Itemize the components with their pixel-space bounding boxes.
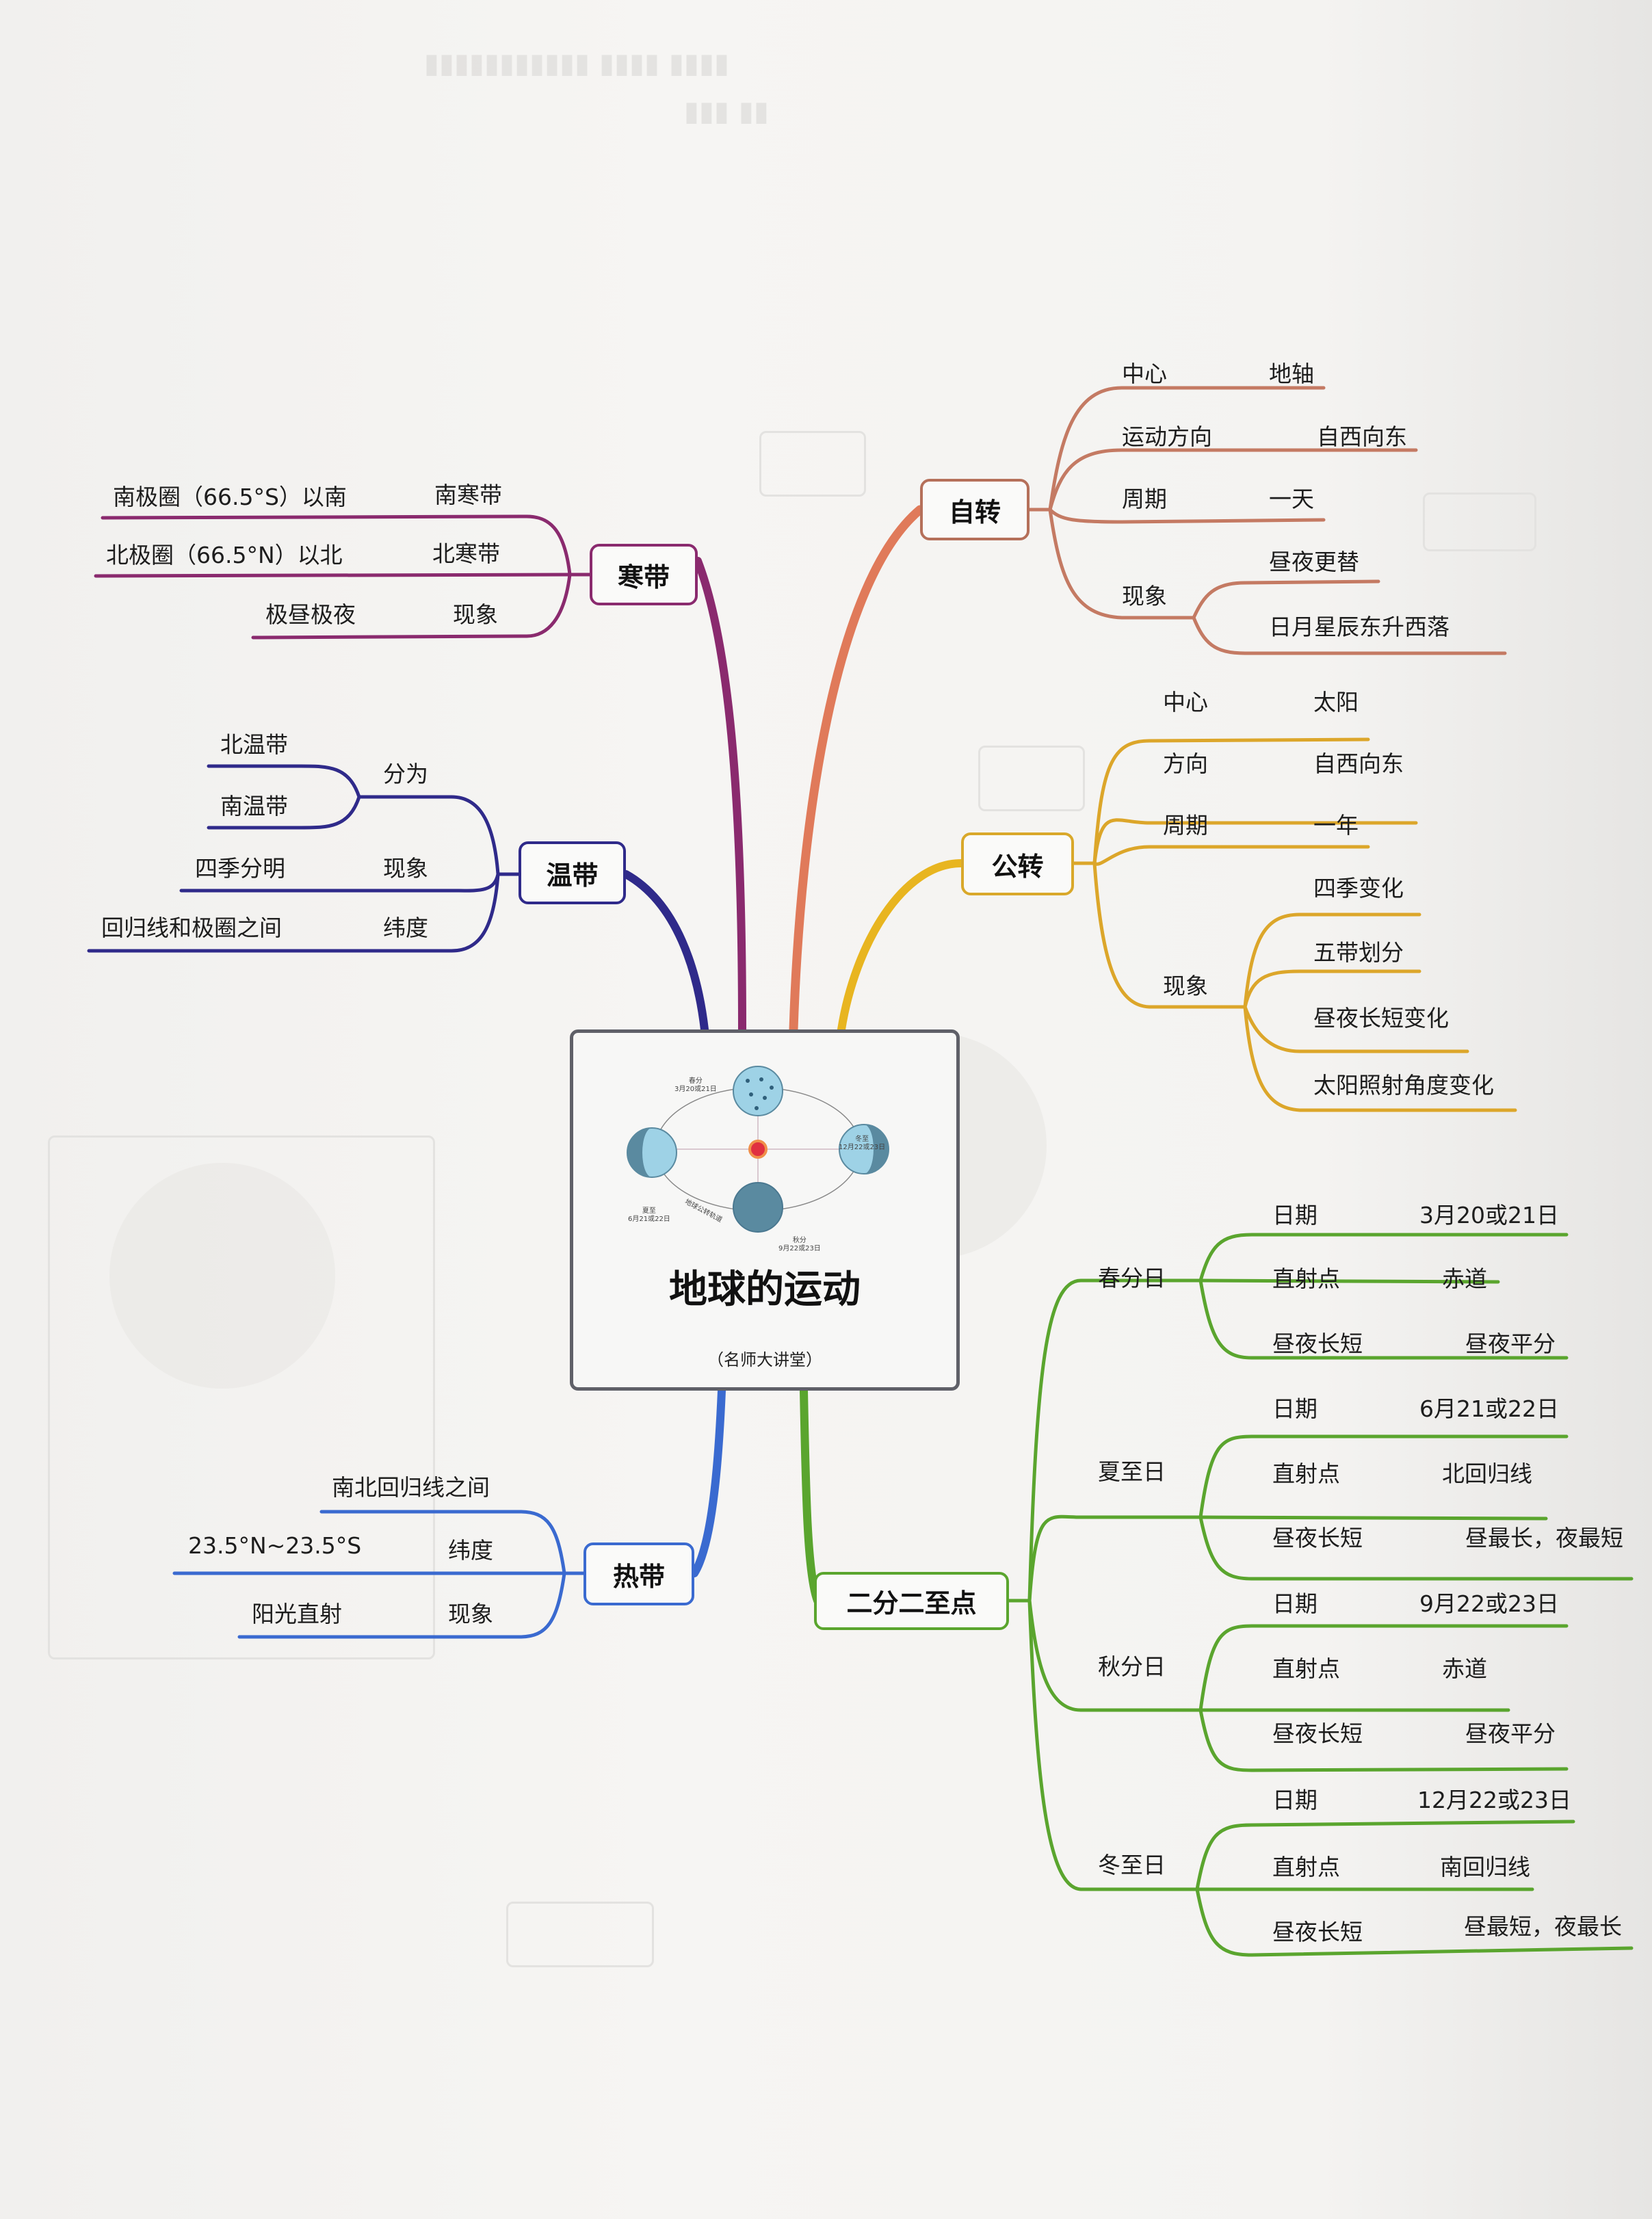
earth-autumn-icon [733, 1182, 783, 1233]
earth-spring-icon [733, 1066, 783, 1116]
branch-rotation-line [789, 505, 925, 1034]
sun-icon [748, 1140, 768, 1159]
branch-frigid-line [694, 557, 746, 1034]
frigid-key-phenomena: 现象 [453, 601, 498, 628]
central-subtitle: （名师大讲堂） [707, 1350, 822, 1369]
frigid-value-south: 南极圈（66.5°S）以南 [113, 484, 347, 510]
row-value: 昼最短，夜最长 [1464, 1913, 1622, 1940]
revolution-value-center: 太阳 [1313, 689, 1359, 715]
row-value: 赤道 [1442, 1265, 1487, 1292]
row-value: 昼夜平分 [1465, 1330, 1556, 1357]
row-key: 昼夜长短 [1272, 1330, 1363, 1357]
revolution-phenomenon: 四季变化 [1313, 875, 1404, 902]
rotation-key-center: 中心 [1122, 360, 1167, 387]
central-title: 地球的运动 [669, 1268, 861, 1312]
bleed-through-box [759, 431, 866, 497]
row-value: 3月20或21日 [1419, 1202, 1559, 1229]
rotation-value-center: 地轴 [1269, 360, 1314, 387]
temperate-key-phenomena: 现象 [383, 855, 428, 882]
row-key: 日期 [1272, 1395, 1317, 1422]
row-key: 直射点 [1272, 1265, 1340, 1292]
winter-solstice-label: 冬至日 [1098, 1852, 1166, 1878]
row-key: 直射点 [1272, 1460, 1340, 1487]
temperate-key-latitude: 纬度 [383, 915, 428, 941]
revolution-value-direction: 自西向东 [1313, 750, 1404, 777]
rotation-value-direction: 自西向东 [1317, 423, 1407, 450]
temperate-value-phenomena: 四季分明 [195, 855, 285, 882]
rotation-key-direction: 运动方向 [1122, 423, 1212, 450]
frigid-key-south: 南寒带 [434, 482, 502, 508]
rotation-phenomenon: 日月星辰东升西落 [1269, 614, 1450, 640]
tropical-key-latitude: 纬度 [448, 1537, 493, 1564]
rotation-key-period: 周期 [1122, 486, 1167, 512]
revolution-value-period: 一年 [1313, 812, 1359, 839]
frigid-value-phenomena: 极昼极夜 [265, 601, 356, 628]
rotation-phenomenon: 昼夜更替 [1269, 549, 1359, 575]
branch-temperate-line [622, 870, 709, 1034]
revolution-phenomenon: 五带划分 [1313, 939, 1404, 966]
row-key: 昼夜长短 [1272, 1919, 1363, 1945]
row-value: 9月22或23日 [1419, 1590, 1559, 1617]
tropical-value-latitude: 23.5°N~23.5°S [188, 1532, 362, 1559]
row-value: 6月21或22日 [1419, 1395, 1559, 1422]
row-value: 赤道 [1442, 1655, 1487, 1682]
row-key: 日期 [1272, 1787, 1317, 1813]
revolution-phenomenon: 昼夜长短变化 [1313, 1005, 1449, 1032]
row-value: 昼夜平分 [1465, 1720, 1556, 1747]
row-key: 日期 [1272, 1590, 1317, 1617]
topic-rotation[interactable]: 自转 [920, 479, 1030, 540]
revolution-key-period: 周期 [1163, 812, 1208, 839]
row-key: 昼夜长短 [1272, 1525, 1363, 1551]
topic-solstice-equinox[interactable]: 二分二至点 [814, 1572, 1009, 1630]
row-key: 日期 [1272, 1202, 1317, 1229]
bleed-through-box [48, 1135, 435, 1659]
row-key: 昼夜长短 [1272, 1720, 1363, 1747]
temperate-value-latitude: 回归线和极圈之间 [101, 915, 282, 941]
revolution-key-direction: 方向 [1163, 750, 1208, 777]
autumn-equinox-label: 秋分日 [1098, 1653, 1166, 1680]
bleed-through-box [1423, 493, 1536, 551]
summer-solstice-label: 夏至日 [1098, 1458, 1166, 1485]
revolution-phenomenon: 太阳照射角度变化 [1313, 1072, 1494, 1099]
revolution-key-phenomena: 现象 [1163, 973, 1208, 999]
topic-revolution[interactable]: 公转 [961, 832, 1074, 895]
tropical-value-phenomena: 阳光直射 [252, 1601, 342, 1627]
branch-tropical-line [690, 1387, 726, 1577]
temperate-key-division: 分为 [383, 761, 428, 787]
tropical-value-range: 南北回归线之间 [332, 1474, 490, 1501]
frigid-key-north: 北寒带 [432, 540, 500, 567]
rotation-value-period: 一天 [1269, 486, 1314, 512]
row-value: 北回归线 [1442, 1460, 1532, 1487]
branch-revolution-line [837, 859, 965, 1034]
row-key: 直射点 [1272, 1854, 1340, 1880]
tropical-key-phenomena: 现象 [448, 1601, 493, 1627]
topic-frigid-zone[interactable]: 寒带 [590, 544, 698, 605]
bleed-through-box [978, 746, 1085, 811]
topic-tropical-zone[interactable]: 热带 [584, 1542, 694, 1605]
row-value: 12月22或23日 [1417, 1787, 1571, 1813]
temperate-north: 北温带 [220, 731, 288, 758]
row-value: 昼最长，夜最短 [1465, 1525, 1623, 1551]
topic-temperate-zone[interactable]: 温带 [519, 841, 626, 904]
frigid-value-north: 北极圈（66.5°N）以北 [106, 542, 343, 568]
revolution-key-center: 中心 [1163, 689, 1208, 715]
earth-orbit-diagram [627, 1066, 889, 1233]
bleed-through-box [506, 1902, 654, 1967]
row-key: 直射点 [1272, 1655, 1340, 1682]
rotation-key-phenomena: 现象 [1122, 583, 1167, 609]
row-value: 南回归线 [1440, 1854, 1530, 1880]
branch-solstice-line [800, 1387, 822, 1605]
temperate-south: 南温带 [220, 793, 288, 819]
bleed-through-globe [109, 1163, 335, 1389]
spring-equinox-label: 春分日 [1098, 1265, 1166, 1291]
